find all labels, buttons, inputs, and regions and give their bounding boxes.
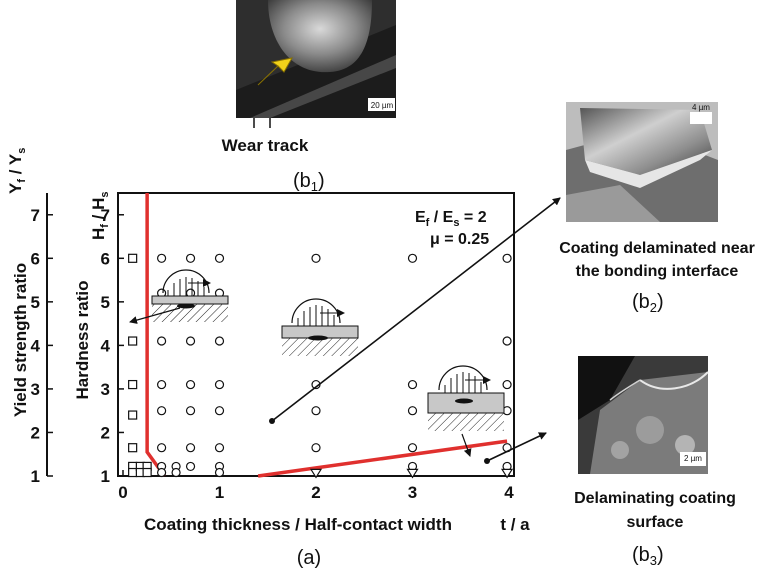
hardness-tick-label: 1 (101, 467, 110, 486)
x-axis-title: Coating thickness / Half-contact width (144, 515, 452, 534)
circle-point (157, 443, 167, 453)
circle-point (157, 467, 167, 478)
hardness-tick-label: 3 (101, 380, 110, 399)
b2-caption-line1: Coating delaminated near (559, 240, 755, 257)
circle-point (185, 461, 196, 472)
sem-image-b2 (566, 102, 718, 222)
circle-point (214, 336, 225, 346)
x-tick-label: 3 (408, 483, 417, 502)
circle-point (185, 379, 196, 390)
circle-point (502, 253, 512, 263)
triangle-point (406, 468, 419, 479)
x-tick-label: 1 (215, 483, 224, 502)
regime-boundary-line (145, 193, 166, 478)
b2-scalebar-label: 4 µm (692, 103, 710, 112)
square-point (128, 443, 138, 453)
triangle-point (309, 468, 323, 479)
panel-a-label: (a) (297, 547, 321, 569)
x-tick-label: 4 (504, 483, 514, 502)
yield-tick-label: 6 (31, 249, 40, 268)
circle-point (214, 467, 225, 478)
square-point (128, 253, 138, 263)
circle-point (311, 253, 321, 263)
schematic-surface-crack (427, 365, 505, 457)
circle-point (407, 379, 418, 390)
circle-point (502, 336, 512, 346)
circle-point (157, 336, 167, 346)
yield-tick-label: 3 (31, 380, 40, 399)
regime-boundary-line (257, 439, 508, 478)
circle-point (185, 443, 196, 453)
hardness-tick-label: 7 (101, 206, 110, 225)
panel-b2-label: (b2) (632, 291, 664, 315)
yield-tick-label: 2 (31, 423, 40, 442)
b2-caption-line2: the bonding interface (576, 263, 739, 280)
arrow-to-b2 (271, 197, 561, 422)
yield-tick-label: 7 (31, 206, 40, 225)
x-tick-label: 2 (311, 483, 320, 502)
yield-ratio-symbol: Yf / Ys (6, 148, 28, 194)
circle-point (407, 406, 418, 416)
circle-point (407, 443, 418, 453)
hardness-tick-label: 6 (101, 249, 110, 268)
arrow-to-b3 (486, 432, 547, 462)
square-point (128, 410, 138, 420)
sem-image-b1 (236, 0, 396, 118)
circle-point (214, 406, 225, 416)
circle-point (214, 253, 225, 263)
friction-coefficient-label: μ = 0.25 (430, 231, 489, 248)
b3-caption-line2: surface (627, 514, 684, 531)
panel-b3-label: (b3) (632, 544, 664, 568)
circle-point (214, 379, 225, 390)
circle-point (157, 253, 167, 263)
circle-point (214, 443, 225, 453)
square-point (128, 336, 138, 346)
schematic-interface-crack (129, 269, 229, 324)
circle-point (311, 443, 321, 453)
yield-tick-label: 5 (31, 293, 40, 312)
yield-tick-label: 4 (31, 336, 41, 355)
triangle-point (500, 468, 514, 479)
square-point (128, 379, 138, 390)
circle-point (157, 406, 167, 416)
b3-scalebar-label: 2 µm (684, 454, 702, 463)
circle-point (171, 467, 181, 478)
square-point (128, 467, 138, 478)
square-point (142, 467, 152, 478)
b1-scalebar-label: 20 µm (371, 101, 394, 110)
circle-point (185, 336, 196, 346)
sem-image-b3 (578, 356, 709, 474)
hardness-tick-label: 5 (101, 293, 110, 312)
circle-point (185, 253, 196, 263)
hardness-ratio-symbol: Hf / Hs (89, 191, 111, 240)
circle-point (157, 379, 167, 390)
panel-b1-label: (b1) (293, 170, 325, 194)
wear-track-label: Wear track (222, 136, 309, 155)
circle-point (185, 406, 196, 416)
circle-point (407, 253, 418, 263)
hardness-tick-label: 4 (101, 336, 111, 355)
schematic-coating-crack (281, 298, 359, 356)
circle-point (502, 379, 512, 390)
yield-tick-label: 1 (31, 467, 40, 486)
hardness-axis-title: Hardness ratio (73, 280, 92, 399)
b3-caption-line1: Delaminating coating (574, 490, 736, 507)
x-axis-symbol: t / a (500, 515, 530, 534)
x-tick-label: 0 (118, 483, 127, 502)
circle-point (311, 406, 321, 416)
hardness-tick-label: 2 (101, 423, 110, 442)
modulus-ratio-label: Ef / Es = 2 (415, 209, 487, 229)
yield-strength-axis-title: Yield strength ratio (11, 263, 30, 417)
